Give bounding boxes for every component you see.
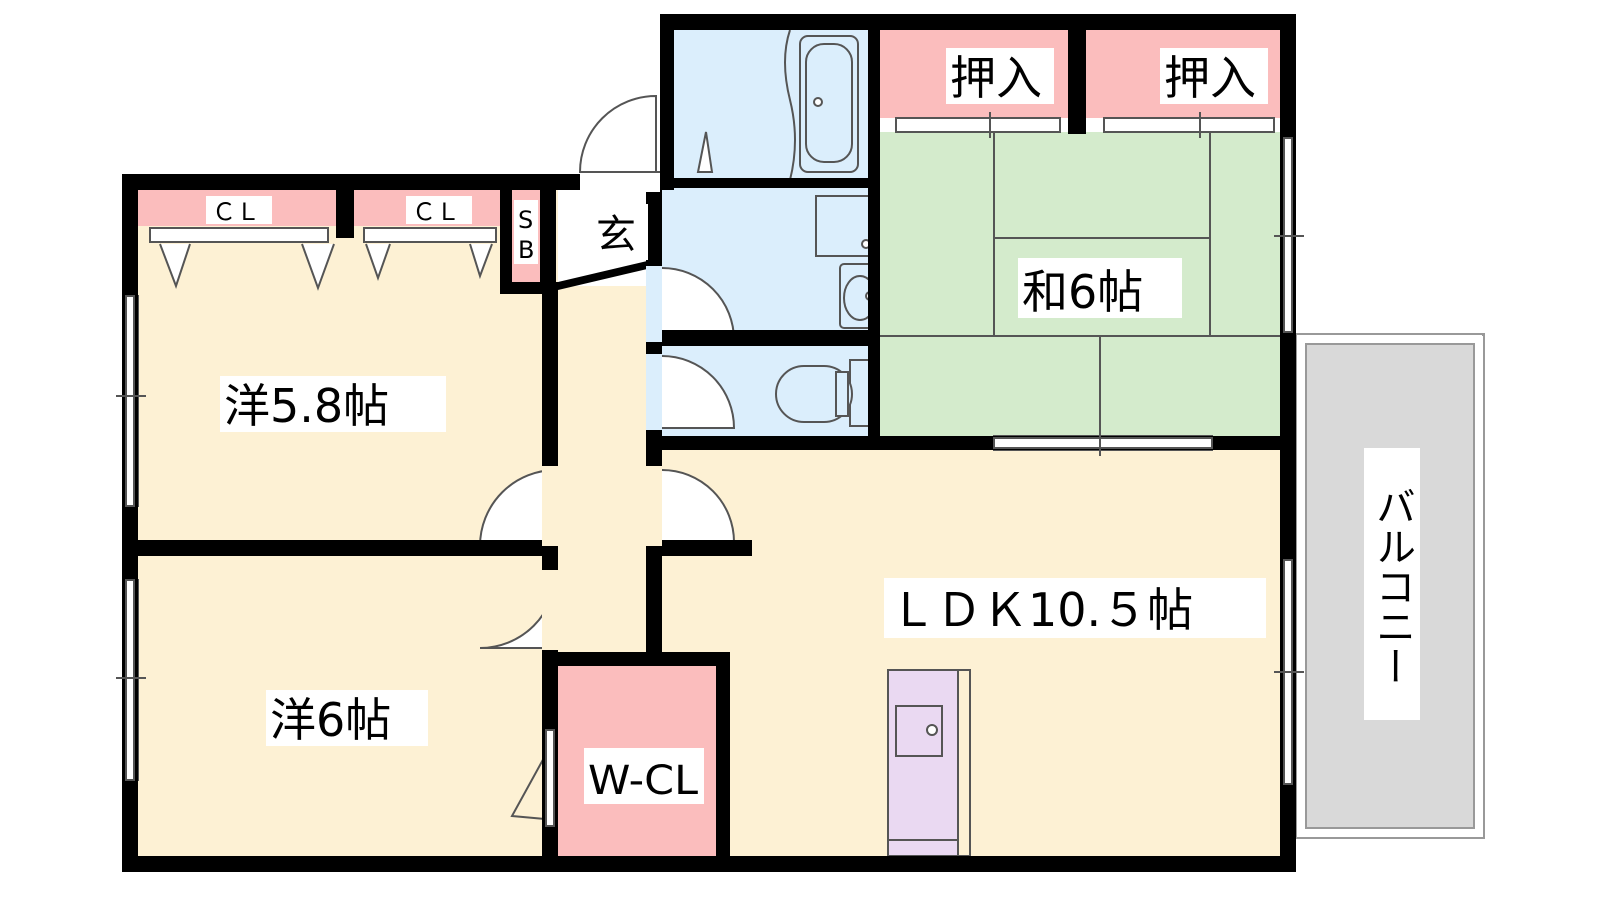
- ldk-floor: [662, 450, 1282, 856]
- outer-wall-bath-left: [660, 14, 674, 190]
- western-room-a-label: 洋5.8帖: [224, 379, 389, 433]
- shoebox-label-bottom: B: [518, 236, 534, 264]
- closet-doors: [149, 227, 497, 291]
- outer-wall-bottom: [122, 856, 1296, 872]
- closet-right-label: ＣＬ: [412, 198, 460, 226]
- entrance-label: 玄: [596, 212, 636, 258]
- outer-wall-top-left: [122, 174, 580, 190]
- bathtub: [696, 29, 859, 181]
- western-room-b-label: 洋6帖: [270, 693, 391, 747]
- tatami-lines: [878, 132, 1282, 436]
- balcony-label: バルコニー: [1369, 486, 1415, 686]
- ldk-label: ＬＤＫ10.５帖: [890, 583, 1193, 637]
- outer-wall-top-right: [660, 14, 1296, 30]
- toilet: [775, 359, 879, 427]
- shoebox-label-top: S: [518, 206, 533, 234]
- oshiire-left-label: 押入: [950, 51, 1042, 105]
- oshiire-right-label: 押入: [1164, 51, 1256, 105]
- closet-left-label: ＣＬ: [212, 198, 260, 226]
- wcl-label: W-CL: [588, 758, 699, 804]
- room-labels: 洋5.8帖 洋6帖 和6帖 ＬＤＫ10.５帖 玄 W-CL 押入 押入 ＣＬ Ｃ…: [206, 48, 1420, 804]
- kitchen-counter: [887, 669, 971, 857]
- japanese-room-label: 和6帖: [1022, 265, 1143, 319]
- window-ticks: [116, 112, 1304, 679]
